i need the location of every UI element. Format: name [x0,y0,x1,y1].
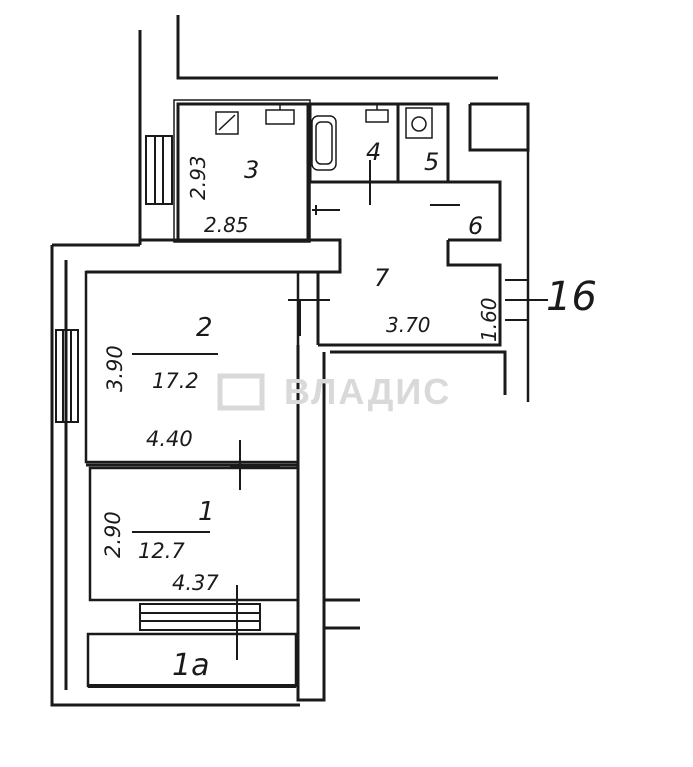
walls [50,15,530,707]
room-2-area: 17.2 [152,369,199,393]
toilet-icon [405,107,433,139]
watermark: ВЛАДИС [217,371,451,412]
room-7-width: 3.70 [386,313,431,337]
room-1-number: 1 [198,497,215,527]
window-left [55,329,79,423]
room-6-number: 6 [468,212,483,240]
window-balcony [139,603,261,631]
room-1-area: 12.7 [138,539,185,563]
watermark-text: ВЛАДИС [284,371,451,412]
room-1-width: 4.37 [172,571,219,595]
apartment-number: 16 [546,274,597,320]
room-3-depth: 2.93 [186,155,210,200]
room-2-number: 2 [196,313,213,343]
room-4-number: 4 [366,138,381,166]
washbasin-icon [365,104,389,123]
room-7-depth: 1.60 [477,297,501,342]
fixtures [215,104,433,171]
room-3-width: 2.85 [204,213,249,237]
room-1-depth: 2.90 [101,511,125,558]
room-7-number: 7 [374,264,390,292]
stove-icon [215,111,239,135]
room-2-width: 4.40 [146,427,193,451]
bathtub-icon [311,115,337,171]
sink-icon [265,104,295,125]
door-marks [230,160,460,660]
room-2-depth: 3.90 [103,345,127,392]
windows [55,135,261,631]
room-5-number: 5 [424,148,439,176]
balcony-label: 1a [172,648,209,683]
window-top [145,135,173,205]
room-3-number: 3 [244,156,259,184]
